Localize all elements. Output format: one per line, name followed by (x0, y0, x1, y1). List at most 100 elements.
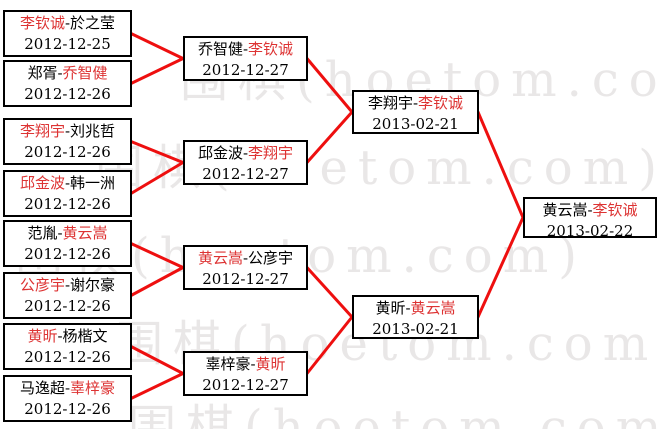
match-box-round1-2: 郑胥-乔智健 2012-12-26 (3, 60, 132, 107)
match-players: 辜梓豪-黄昕 (185, 354, 306, 375)
player-name-right: 乔智健 (62, 64, 108, 82)
match-box-round1-7: 黄昕-杨楷文 2012-12-26 (3, 323, 132, 370)
match-date: 2013-02-21 (372, 320, 459, 338)
match-players: 郑胥-乔智健 (5, 63, 130, 84)
player-name-right: 李钦诚 (248, 40, 294, 58)
connector-line (129, 242, 185, 269)
match-players: 乔智健-李钦诚 (185, 39, 306, 60)
match-players: 公彦宇-谢尔豪 (5, 275, 130, 296)
match-players: 黄云嵩-李钦诚 (525, 200, 655, 221)
player-name-left: 郑胥 (27, 64, 58, 82)
dash: - (57, 327, 63, 345)
player-name-right: 杨楷文 (62, 327, 108, 345)
match-box-round1-3: 李翔宇-刘兆哲 2012-12-26 (3, 118, 132, 165)
dash: - (242, 249, 249, 267)
dash: - (64, 14, 71, 32)
player-name-right: 李钦诚 (418, 94, 464, 112)
match-players: 李翔宇-刘兆哲 (5, 121, 130, 142)
connector-line (129, 372, 185, 400)
match-box-round1-6: 公彦宇-谢尔豪 2012-12-26 (3, 272, 132, 319)
dash: - (242, 144, 249, 162)
connector-line (305, 110, 354, 164)
match-box-round2-2: 邱金波-李翔宇 2012-12-27 (183, 140, 308, 185)
player-name-left: 马逸超 (19, 379, 65, 397)
player-name-left: 公彦宇 (19, 276, 65, 294)
match-box-round2-3: 黄云嵩-公彦宇 2012-12-27 (183, 245, 308, 290)
match-date: 2012-12-26 (24, 143, 111, 161)
player-name-left: 范胤 (27, 224, 58, 242)
match-date: 2012-12-27 (202, 376, 289, 394)
match-box-round1-5: 范胤-黄云嵩 2012-12-26 (3, 220, 132, 267)
dash: - (57, 224, 63, 242)
player-name-right: 黄云嵩 (410, 299, 456, 317)
connector-line (476, 216, 525, 319)
player-name-right: 谢尔豪 (70, 276, 116, 294)
match-players: 邱金波-韩一洲 (5, 173, 130, 194)
match-players: 李翔宇-李钦诚 (354, 93, 477, 114)
watermark-text: 围棋(hoetom.com) (128, 400, 659, 429)
match-players: 邱金波-李翔宇 (185, 143, 306, 164)
match-date: 2013-02-21 (372, 115, 459, 133)
connector-line (129, 161, 185, 195)
player-name-right: 韩一洲 (70, 174, 116, 192)
match-date: 2012-12-27 (202, 270, 289, 288)
match-date: 2012-12-27 (202, 61, 289, 79)
match-date: 2012-12-26 (24, 400, 111, 418)
player-name-left: 黄云嵩 (542, 201, 588, 219)
match-box-semifinal-1: 李翔宇-李钦诚 2013-02-21 (352, 90, 479, 134)
player-name-left: 辜梓豪 (205, 355, 251, 373)
dash: - (64, 276, 71, 294)
match-date: 2012-12-26 (24, 195, 111, 213)
match-date: 2012-12-26 (24, 348, 111, 366)
match-box-semifinal-2: 黄昕-黄云嵩 2013-02-21 (352, 295, 479, 339)
player-name-left: 李翔宇 (19, 122, 65, 140)
player-name-right: 李翔宇 (248, 144, 294, 162)
match-box-round1-8: 马逸超-辜梓豪 2012-12-26 (3, 375, 132, 422)
connector-line (305, 57, 354, 114)
connector-line (305, 266, 354, 319)
connector-line (129, 345, 185, 375)
player-name-left: 李翔宇 (367, 94, 413, 112)
connector-line (129, 266, 185, 297)
connector-line (305, 315, 354, 375)
match-players: 黄昕-黄云嵩 (354, 298, 477, 319)
player-name-right: 黄昕 (255, 355, 286, 373)
dash: - (587, 201, 593, 219)
dash: - (242, 40, 249, 58)
dash: - (64, 174, 71, 192)
match-box-round1-4: 邱金波-韩一洲 2012-12-26 (3, 170, 132, 217)
match-players: 李钦诚-於之莹 (5, 13, 130, 34)
match-date: 2012-12-26 (24, 85, 111, 103)
dash: - (64, 122, 71, 140)
match-box-final: 黄云嵩-李钦诚 2013-02-22 (523, 197, 657, 240)
connector-line (129, 32, 185, 60)
match-players: 黄昕-杨楷文 (5, 326, 130, 347)
match-players: 范胤-黄云嵩 (5, 223, 130, 244)
connector-line (129, 57, 185, 85)
player-name-left: 黄昕 (375, 299, 406, 317)
player-name-left: 邱金波 (197, 144, 243, 162)
connector-line (476, 110, 525, 219)
dash: - (64, 379, 71, 397)
match-date: 2013-02-22 (546, 222, 634, 240)
match-box-round1-1: 李钦诚-於之莹 2012-12-25 (3, 10, 132, 57)
player-name-right: 李钦诚 (592, 201, 638, 219)
player-name-left: 李钦诚 (19, 14, 65, 32)
match-date: 2012-12-26 (24, 245, 111, 263)
connector-line (129, 140, 185, 164)
player-name-right: 公彦宇 (248, 249, 294, 267)
player-name-left: 黄昕 (27, 327, 58, 345)
match-date: 2012-12-26 (24, 297, 111, 315)
player-name-right: 辜梓豪 (70, 379, 116, 397)
dash: - (250, 355, 256, 373)
player-name-left: 乔智健 (197, 40, 243, 58)
match-date: 2012-12-27 (202, 165, 289, 183)
player-name-right: 於之莹 (70, 14, 116, 32)
player-name-left: 黄云嵩 (197, 249, 243, 267)
dash: - (57, 64, 63, 82)
player-name-left: 邱金波 (19, 174, 65, 192)
match-players: 马逸超-辜梓豪 (5, 378, 130, 399)
dash: - (405, 299, 411, 317)
